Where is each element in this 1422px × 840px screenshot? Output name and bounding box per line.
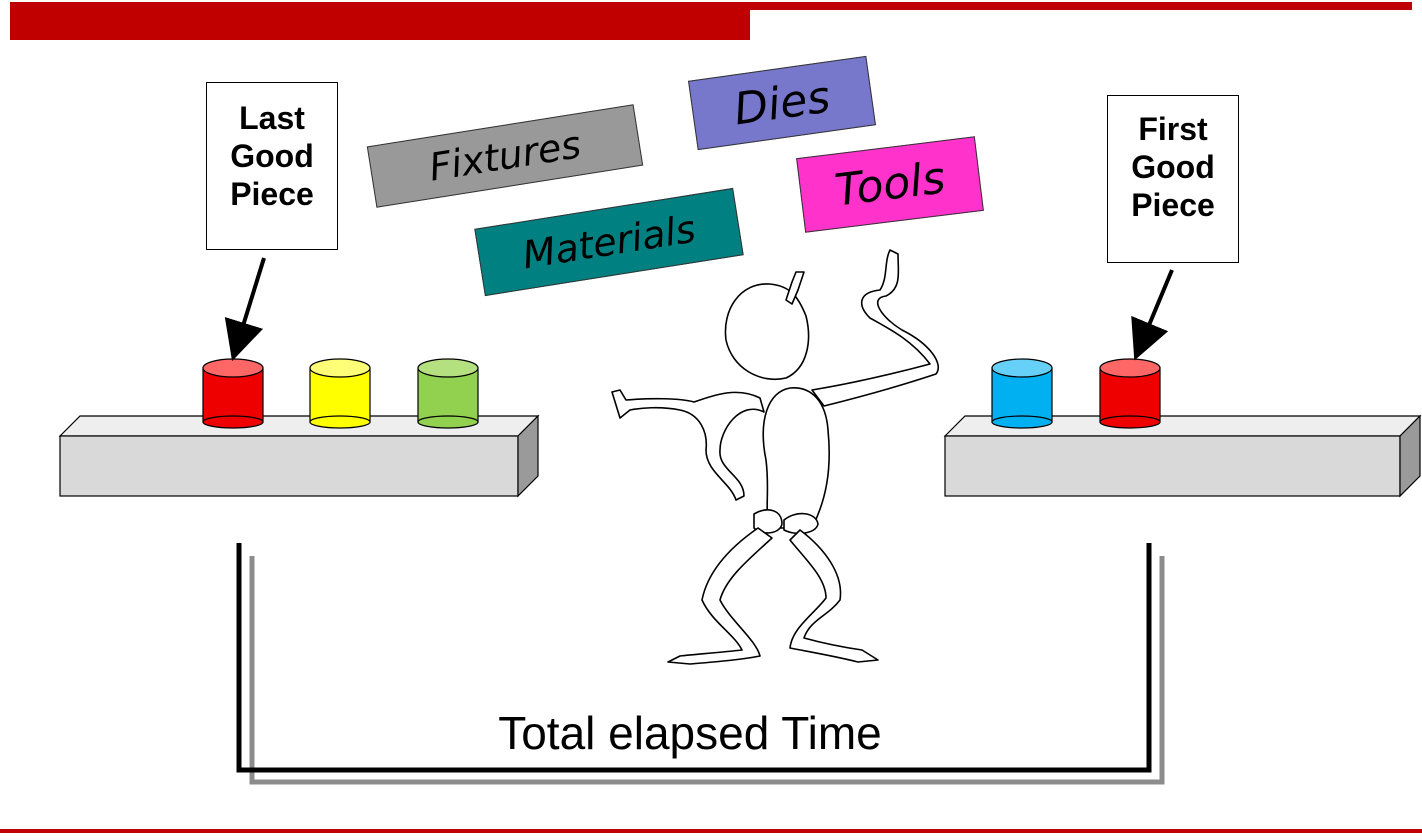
left-shelf [58, 414, 540, 498]
time-bracket [236, 543, 1165, 785]
header-accent-bar [10, 2, 750, 40]
total-elapsed-time-caption: Total elapsed Time [498, 707, 882, 759]
part-red-left [202, 358, 264, 429]
last-good-piece-label: Last Good Piece [206, 82, 338, 250]
arrow-first-good-piece [1131, 269, 1174, 361]
last-good-piece-line-1: Last [239, 100, 305, 136]
last-good-piece-line-2: Good [230, 138, 314, 174]
header-accent-line [750, 2, 1412, 10]
part-green [417, 358, 479, 429]
part-yellow [309, 358, 371, 429]
right-shelf [943, 414, 1422, 498]
part-red-right [1099, 358, 1161, 429]
juggler-figure [611, 249, 939, 665]
part-blue [991, 358, 1053, 429]
first-good-piece-line-3: Piece [1131, 187, 1215, 223]
arrow-last-good-piece [224, 257, 266, 362]
first-good-piece-label: First Good Piece [1107, 95, 1239, 263]
last-good-piece-line-3: Piece [230, 176, 314, 212]
footer-accent-line [0, 829, 1422, 833]
first-good-piece-line-1: First [1138, 111, 1208, 147]
first-good-piece-line-2: Good [1131, 149, 1215, 185]
